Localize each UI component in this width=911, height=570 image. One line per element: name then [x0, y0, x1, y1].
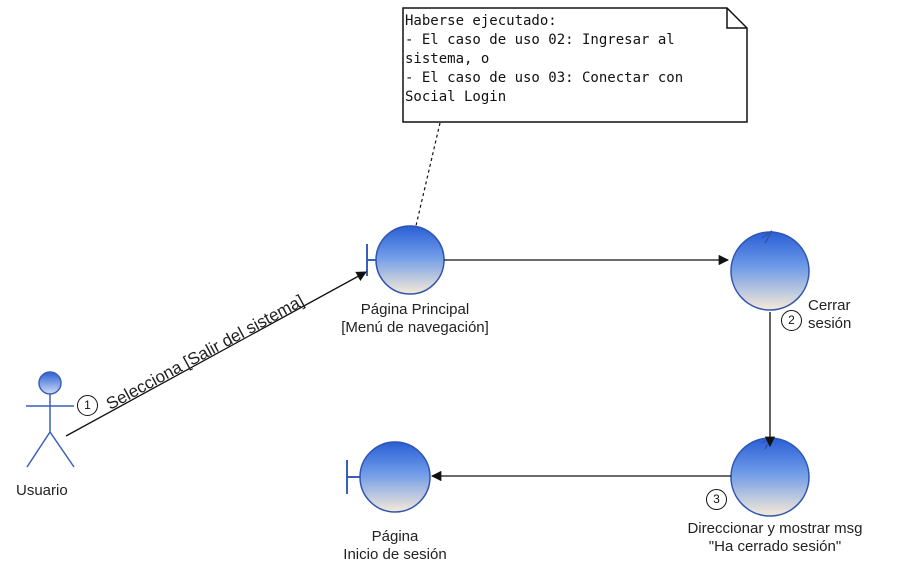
message-number-1: 1 [77, 395, 98, 416]
note-line: - El caso de uso 02: Ingresar al [405, 32, 675, 48]
boundary-inicio-label-line1: Página [371, 528, 419, 545]
note-line: Social Login [405, 89, 507, 105]
control-direccionar [730, 436, 810, 517]
control-direccionar-label: Direccionar y mostrar msg "Ha cerrado se… [640, 520, 910, 556]
message-number-2: 2 [781, 310, 802, 331]
boundary-inicio-label: Página Inicio de sesión [305, 528, 485, 564]
note-anchor-line [414, 122, 441, 231]
actor-label: Usuario [16, 482, 68, 499]
boundary-pagina-principal [366, 225, 445, 295]
boundary-inicio-label-line2: Inicio de sesión [343, 546, 447, 563]
link-usuario-principal [65, 271, 367, 437]
control-direccionar-label-line2: "Ha cerrado sesión" [708, 538, 842, 555]
control-cerrar-sesion [730, 230, 810, 311]
boundary-pagina-inicio [346, 441, 431, 513]
boundary-principal-label-line1: Página Principal [360, 301, 470, 318]
control-cerrar-label-line1: Cerrar [808, 297, 851, 314]
control-direccionar-label-line1: Direccionar y mostrar msg [687, 520, 863, 537]
note-box [402, 7, 748, 123]
note-line: - El caso de uso 03: Conectar con [405, 70, 684, 86]
message-number-3: 3 [706, 489, 727, 510]
boundary-principal-label-line2: [Menú de navegación] [341, 319, 489, 336]
note-line: Haberse ejecutado: [405, 13, 557, 29]
note-text: Haberse ejecutado: - El caso de uso 02: … [405, 12, 735, 107]
note-line: sistema, o [405, 51, 490, 67]
control-cerrar-label-line2: sesión [808, 315, 852, 332]
actor-usuario [26, 371, 75, 468]
boundary-principal-label: Página Principal [Menú de navegación] [310, 301, 520, 337]
control-cerrar-label: Cerrar sesión [808, 297, 851, 333]
